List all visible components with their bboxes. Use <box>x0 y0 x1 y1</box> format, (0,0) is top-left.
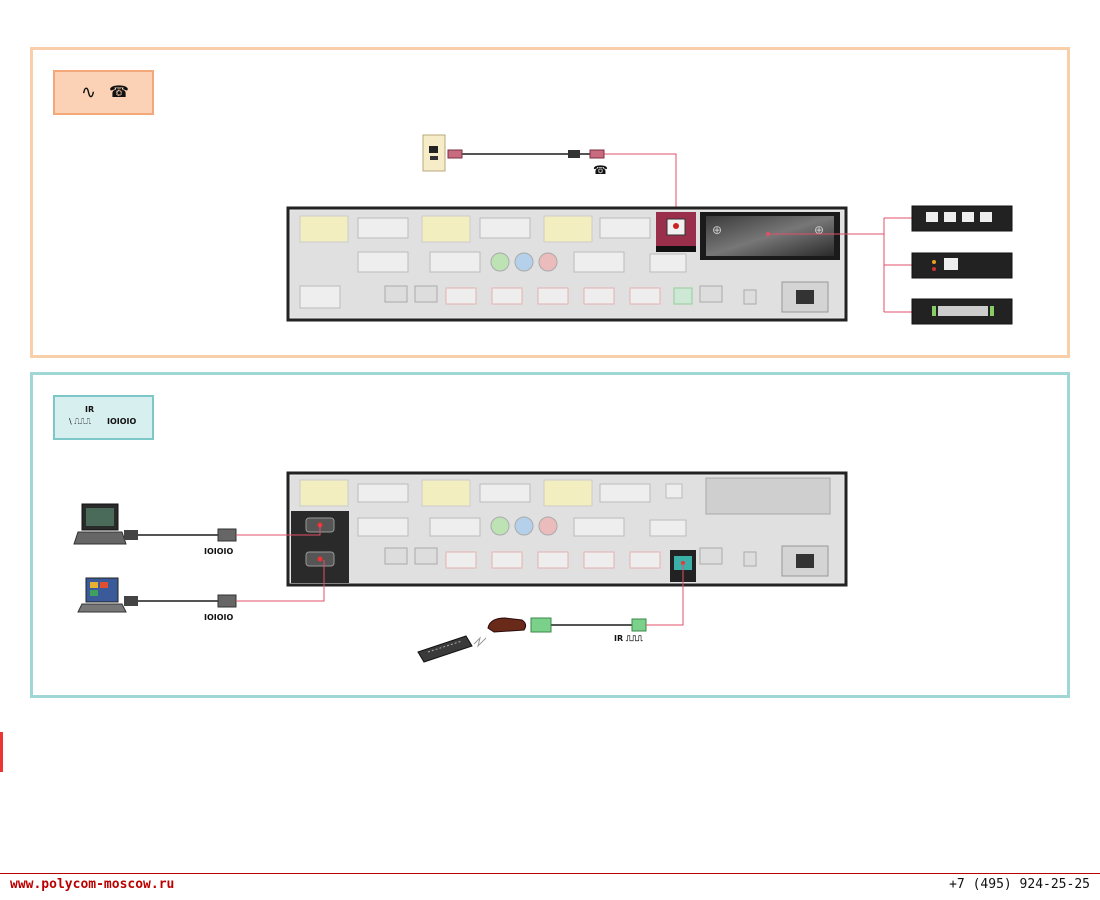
phone-icon: ☎ <box>109 82 129 101</box>
remote-control-icon <box>417 635 473 663</box>
analog-wave-icon: ∿ <box>81 82 97 103</box>
phone-cable <box>447 149 605 159</box>
serial-cable-1 <box>124 528 237 542</box>
serial-data-icon: IOIOIO <box>107 417 137 426</box>
serial-v35-card <box>911 298 1013 325</box>
svg-text:⊕: ⊕ <box>712 223 722 237</box>
footer-website-link[interactable]: www.polycom-moscow.ru <box>10 877 175 892</box>
wall-phone-jack <box>422 134 446 172</box>
badge-ir-label: IR <box>85 405 95 414</box>
serial-cable-2 <box>124 594 237 608</box>
serial-ports-highlight <box>291 511 349 583</box>
ir-receiver-icon <box>487 617 527 633</box>
ir-cable <box>530 617 647 633</box>
option-card-slot: ⊕ ⊕ <box>700 212 840 260</box>
codec-rear-panel-bottom <box>286 471 848 587</box>
serial-link-line-1 <box>236 525 321 536</box>
svg-text:⊕: ⊕ <box>814 223 824 237</box>
serial-label-2: IOIOIO <box>204 613 234 622</box>
option-card-link-lines <box>770 217 912 313</box>
control-badge: IR \ ⎍⎍⎍ IOIOIO <box>53 395 154 440</box>
cable-phone-icon: ☎ <box>593 163 608 177</box>
serial-link-line-2 <box>236 560 325 602</box>
control-computer-icon <box>77 577 127 613</box>
phone-link-line <box>604 153 677 222</box>
ir-pulse-icon: \ ⎍⎍⎍ <box>69 417 92 426</box>
footer-phone: +7 (495) 924-25-25 <box>949 877 1090 892</box>
phone-port-highlight <box>656 212 696 252</box>
pri-card <box>911 252 1013 279</box>
serial-label-1: IOIOIO <box>204 547 234 556</box>
side-marker <box>0 732 3 772</box>
quad-bri-card <box>911 205 1013 232</box>
ir-link-line <box>646 563 684 626</box>
ir-signal-icon <box>473 636 487 648</box>
footer-divider <box>0 873 1100 874</box>
ir-label: IR ⎍⎍⎍ <box>614 634 643 643</box>
laptop-icon <box>73 503 127 545</box>
network-badge: ∿ ☎ <box>53 70 154 115</box>
